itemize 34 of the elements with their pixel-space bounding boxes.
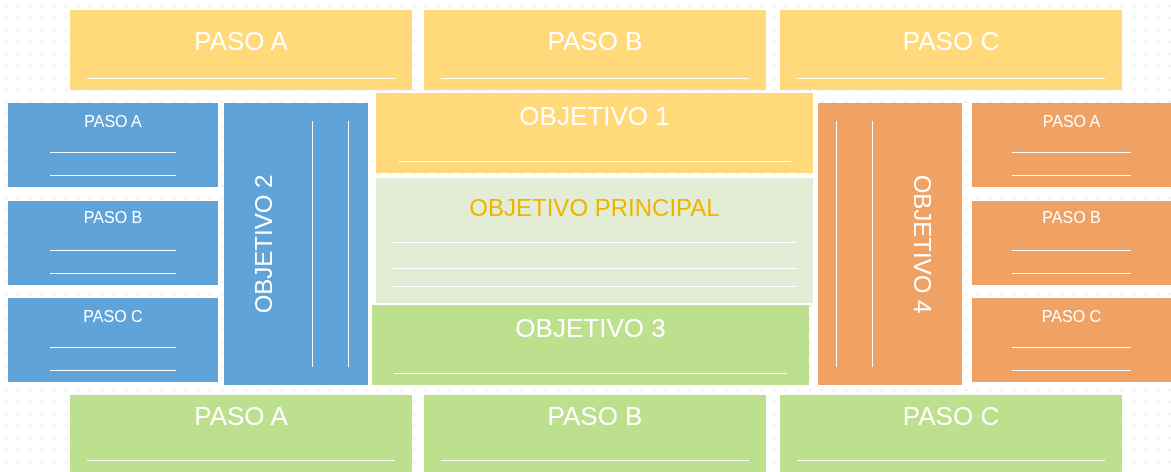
step-card [972, 103, 1171, 187]
objective-column [224, 103, 368, 385]
box-title: PASO C [902, 26, 1000, 57]
box-title: PASO A [84, 113, 142, 131]
box-title: OBJETIVO 3 [515, 313, 666, 344]
box-title: PASO B [1042, 209, 1101, 227]
box-title: PASO A [194, 26, 288, 57]
box-title: PASO C [1041, 308, 1102, 326]
box-title: PASO B [547, 26, 643, 57]
box-title: PASO C [83, 308, 143, 326]
box-title: OBJETIVO 4 [908, 173, 936, 315]
step-card [972, 298, 1171, 382]
objective-card [70, 10, 412, 90]
objective-card [70, 395, 412, 472]
objective-card [424, 395, 766, 472]
box-title: OBJETIVO 2 [250, 173, 278, 315]
objective-card [376, 93, 813, 173]
objective-card [376, 178, 813, 303]
box-title: PASO C [902, 401, 1000, 432]
box-title: PASO A [194, 401, 288, 432]
objective-card [780, 395, 1122, 472]
objective-card [780, 10, 1122, 90]
box-title: PASO B [547, 401, 643, 432]
box-title: OBJETIVO 1 [519, 101, 670, 132]
objective-card [372, 305, 809, 385]
step-card [8, 298, 218, 382]
box-title: OBJETIVO PRINCIPAL [469, 194, 720, 222]
objective-card [424, 10, 766, 90]
step-card [972, 201, 1171, 285]
step-card [8, 201, 218, 285]
objective-column [818, 103, 962, 385]
box-title: PASO B [83, 209, 143, 227]
step-card [8, 103, 218, 187]
box-title: PASO A [1042, 113, 1101, 131]
